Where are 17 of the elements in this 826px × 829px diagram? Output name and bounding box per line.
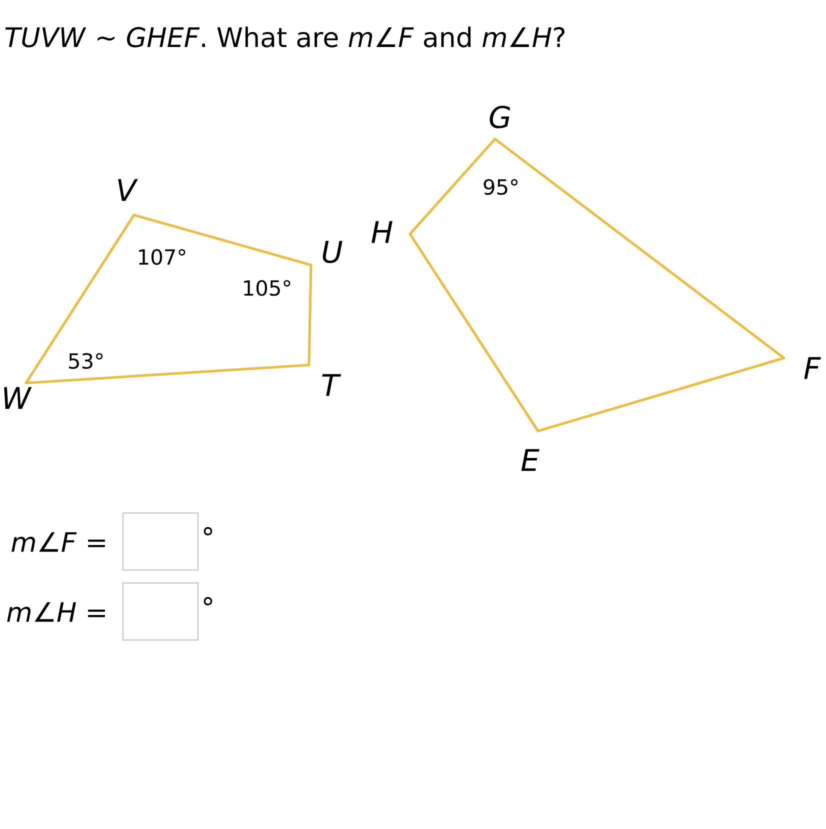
- angle-label: 105°: [244, 280, 290, 296]
- vertex-label: W: [4, 387, 32, 409]
- degree-sign: °: [204, 597, 212, 606]
- equation-text: m∠F =: [12, 532, 105, 552]
- vertex-label: F: [804, 357, 821, 379]
- degree-sign: °: [204, 527, 212, 536]
- angle-label: 107°: [139, 249, 186, 265]
- vertex-label: V: [118, 179, 138, 201]
- vertex-label: E: [521, 449, 540, 471]
- angle-label: 53°: [69, 353, 103, 369]
- angle-label: 95°: [484, 179, 518, 195]
- vertex-label: H: [372, 221, 392, 243]
- vertex-label: T: [322, 374, 342, 396]
- vertex-label: G: [490, 106, 510, 128]
- vertex-label: U: [322, 240, 342, 264]
- question-text: TUVW ~ GHEF. What are m∠F and m∠H?: [5, 26, 564, 48]
- equation-text: m∠H =: [7, 602, 105, 622]
